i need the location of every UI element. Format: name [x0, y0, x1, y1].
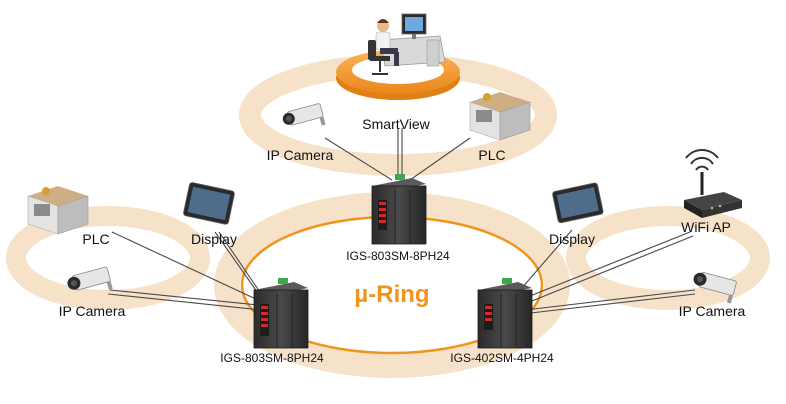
camera-icon	[693, 272, 737, 304]
switch-right-icon	[477, 278, 533, 349]
display-icon	[552, 182, 604, 224]
switch-left-label: IGS-803SM-8PH24	[220, 351, 324, 365]
plc-icon	[469, 92, 531, 141]
camera-icon	[67, 266, 113, 291]
smartview-workstation	[336, 13, 460, 100]
camera-icon	[282, 103, 326, 126]
plc-icon	[27, 186, 89, 235]
smartview-label: SmartView	[362, 116, 430, 132]
switch-right-label: IGS-402SM-4PH24	[450, 351, 554, 365]
left-plc-label: PLC	[82, 231, 109, 247]
switch-top-label: IGS-803SM-8PH24	[346, 249, 450, 263]
ring-label: µ-Ring	[354, 281, 429, 308]
cables	[107, 128, 696, 315]
switch-top-icon	[371, 174, 427, 245]
right-wifi-label: WiFi AP	[681, 219, 731, 235]
top-plc-label: PLC	[478, 147, 505, 163]
left-display-label: Display	[191, 231, 237, 247]
top-ipcamera-label: IP Camera	[267, 147, 334, 163]
left-ipcamera-label: IP Camera	[59, 303, 126, 319]
ring-band-right	[566, 206, 770, 310]
right-display-label: Display	[549, 231, 595, 247]
ring-band-left	[6, 206, 210, 310]
right-ipcamera-label: IP Camera	[679, 303, 746, 319]
wifi-ap-icon	[684, 149, 742, 218]
display-icon	[183, 182, 235, 225]
switch-left-icon	[253, 278, 309, 349]
